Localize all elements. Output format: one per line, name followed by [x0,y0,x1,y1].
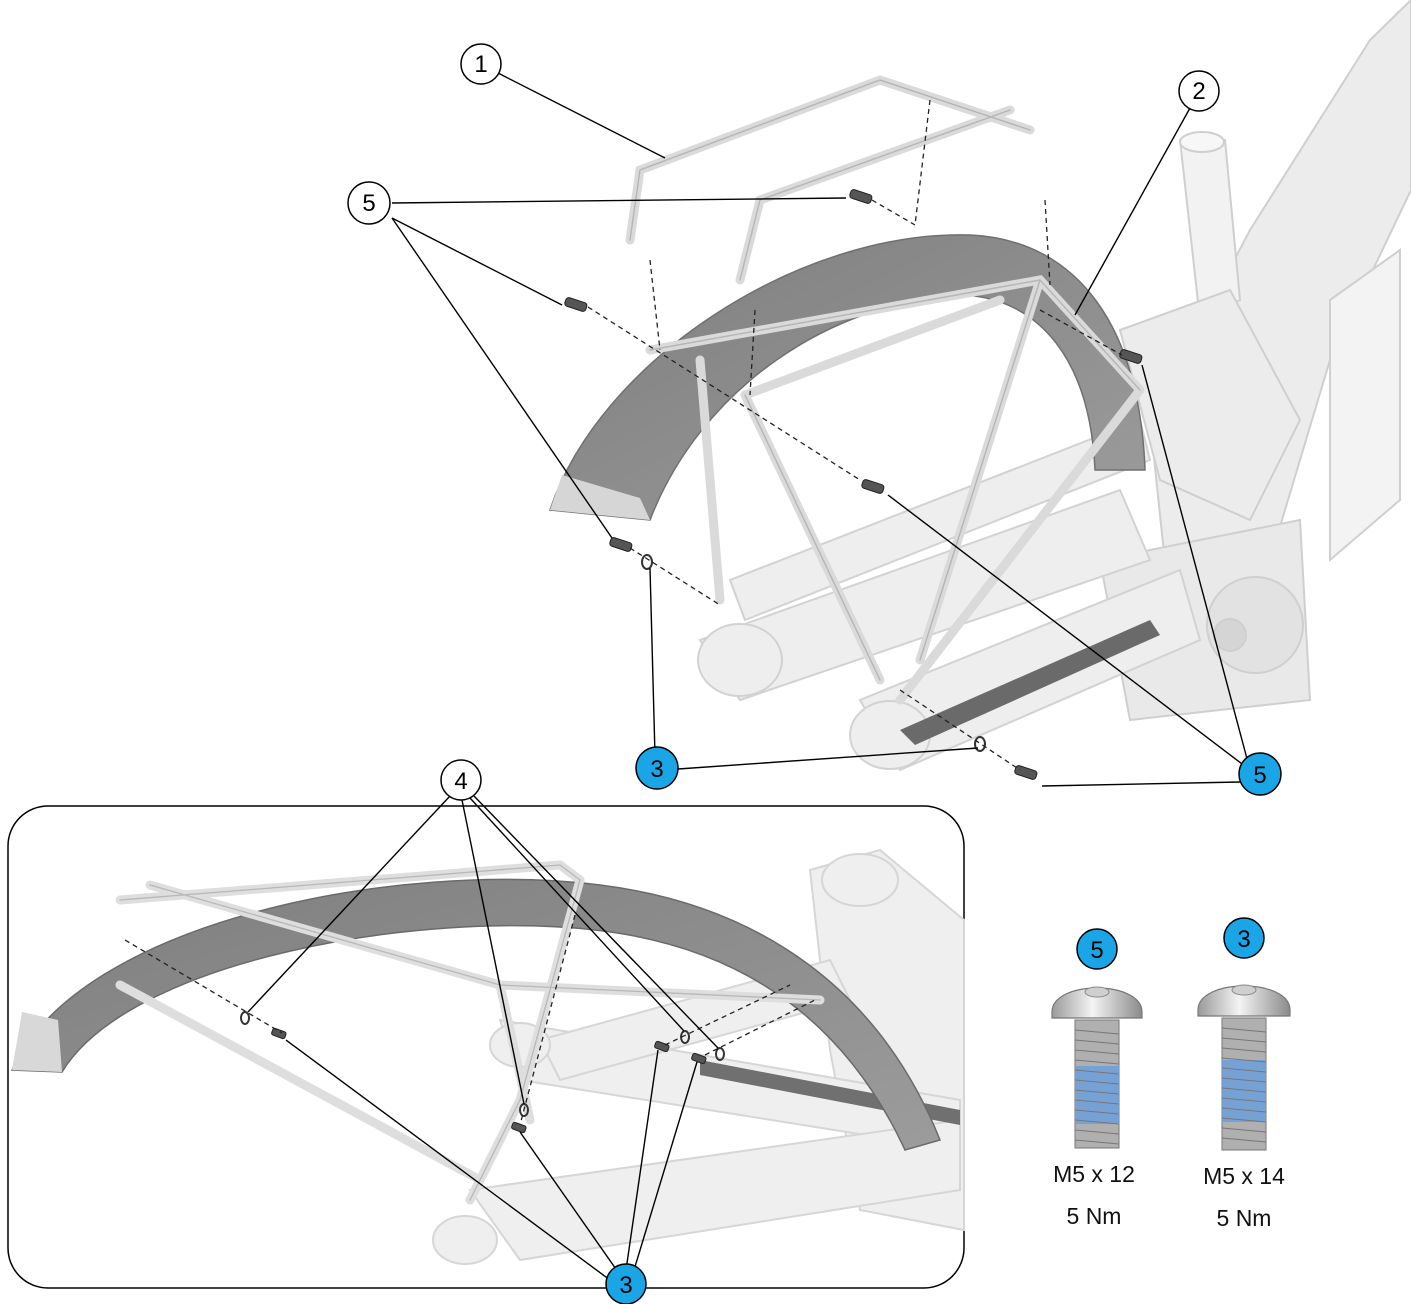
callout-2-label: 2 [1192,78,1205,105]
callout-5-highlight-right: 5 [1238,752,1282,796]
callout-3-highlight-lower: 3 [605,1263,647,1304]
fender-tip [550,475,650,520]
callout-5-left: 5 [347,181,391,225]
spec-bolt-3-size: M5 x 14 [1203,1163,1285,1189]
alignment-lines [587,99,1123,771]
spec-bolt-3-ref: 3 [1237,926,1250,953]
callout-4: 4 [440,759,482,801]
spec-bolt-5: 5 M5 x 12 5 Nm [1051,928,1143,1229]
leader-lines-upper [391,71,1251,787]
bike-frame [1098,0,1411,722]
washer-left [641,554,653,570]
washer-right [974,736,986,752]
spec-bolt-5-torque: 5 Nm [1067,1203,1122,1229]
bolt-3-head [1197,985,1291,1017]
upper-washers [641,554,986,752]
upper-bolts [564,189,1143,780]
detail-frame-tubes [432,848,965,1265]
detail-fender [10,878,942,1151]
fastener-specs: 5 M5 x 12 5 Nm 3 [1051,917,1291,1231]
callout-1: 1 [460,43,502,85]
detail-view: 4 3 [7,759,965,1304]
bolt-frame-right [1119,349,1143,364]
bolt-rack-top [849,189,873,204]
spec-bolt-3: 3 M5 x 14 5 Nm [1197,917,1291,1231]
callout-4-label: 4 [454,768,467,795]
spec-bolt-3-torque: 5 Nm [1217,1205,1272,1231]
callout-3-upper-label: 3 [650,756,663,783]
spec-bolt-5-ref: 5 [1090,937,1103,964]
bolt-dropout-right [1014,765,1038,780]
upper-exploded-view: 1 2 5 3 5 [347,0,1411,796]
detail-washers [240,1011,725,1117]
callout-2: 2 [1178,70,1220,112]
detail-fender-tip [12,1012,62,1072]
callout-3-highlight-upper: 3 [635,746,679,790]
chain-guard [900,620,1160,745]
bolt-dropout-left [609,537,633,552]
detail-alignment-lines [124,914,816,1126]
bolt-5-head [1051,987,1143,1019]
callout-1-label: 1 [474,51,487,78]
spec-bolt-5-size: M5 x 12 [1053,1161,1135,1187]
callout-3-lower-label: 3 [619,1272,632,1299]
callout-5-left-label: 5 [362,190,375,217]
bolt-mid [861,479,885,494]
callout-5-right-label: 5 [1253,762,1266,789]
bolt-5-threadlock [1075,1066,1119,1124]
bolt-rack-left [564,297,588,312]
leader-lines-detail [247,795,719,1281]
